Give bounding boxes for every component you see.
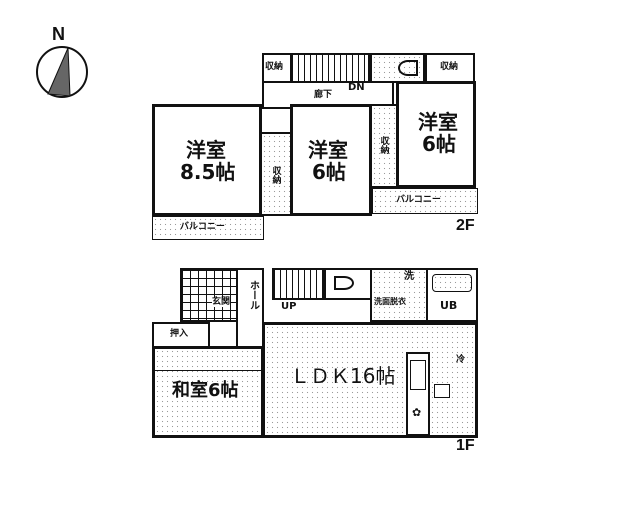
entrance-genkan [180,268,238,322]
floor-1f: 玄関 ホール UP 洗 洗面脱衣 UB 押入 和室6帖 ＬＤＫ16帖 ✿ 冷 1… [0,260,640,512]
ldk-label: ＬＤＫ16帖 [290,364,396,388]
floor-2f: 収納 収納 廊下 DN 洋室 8.5帖 収納 洋室 6帖 収納 洋室 6帖 バル… [152,53,478,240]
room-size: 8.5帖 [180,160,236,184]
room-western-8-5 [152,104,262,216]
floor-label-1f: 1F [456,437,475,454]
sink-icon [410,360,426,390]
closet-2f-a [260,132,292,216]
corridor-label: 廊下 [314,90,333,100]
storage-label: 収納 [378,136,389,154]
entrance-label: 玄関 [212,297,231,308]
room-western-6-middle [290,104,372,216]
closet-2f-b [370,104,398,188]
washitsu-label: 和室6帖 [172,380,239,401]
staircase-2f [290,53,370,83]
stove-icon: ✿ [412,406,422,419]
stairs-up-label: UP [281,301,297,312]
room-name: 洋室 [418,110,458,134]
fridge-label: 冷 [456,355,466,365]
washroom-label: 洗面脱衣 [374,297,406,306]
oshiire-label: 押入 [170,329,189,339]
balcony-label: バルコニー [180,222,225,232]
floor-label-2f: 2F [456,217,475,234]
laundry-label: 洗 [404,271,414,282]
tatami-divider [152,370,264,371]
compass: N [30,24,92,98]
balcony-2f-left [152,216,264,240]
north-arrow-icon [36,46,88,98]
stairs-dn-label: DN [348,82,365,93]
room-name: 洋室 [186,138,226,162]
bath-label: UB [440,299,458,312]
toilet-icon [334,276,354,290]
balcony-2f-right [372,188,478,214]
room-name: 洋室 [308,138,348,162]
fridge-box-icon [434,384,450,398]
room-washitsu [152,346,264,438]
toilet-icon [398,60,418,76]
storage-label: 収納 [270,166,281,184]
bathtub [432,274,472,292]
storage-label: 収納 [440,62,459,72]
staircase-1f [272,268,324,300]
room-size: 6帖 [312,160,346,184]
room-western-6-right [396,81,476,188]
balcony-label: バルコニー [396,195,441,205]
compass-north-label: N [52,24,65,44]
room-ldk [262,322,478,438]
washroom [370,268,428,322]
storage-label: 収納 [265,62,284,72]
hall-label: ホール [247,280,259,310]
hall [236,268,264,358]
room-size: 6帖 [422,132,456,156]
storage-2f-top-right [425,53,475,83]
